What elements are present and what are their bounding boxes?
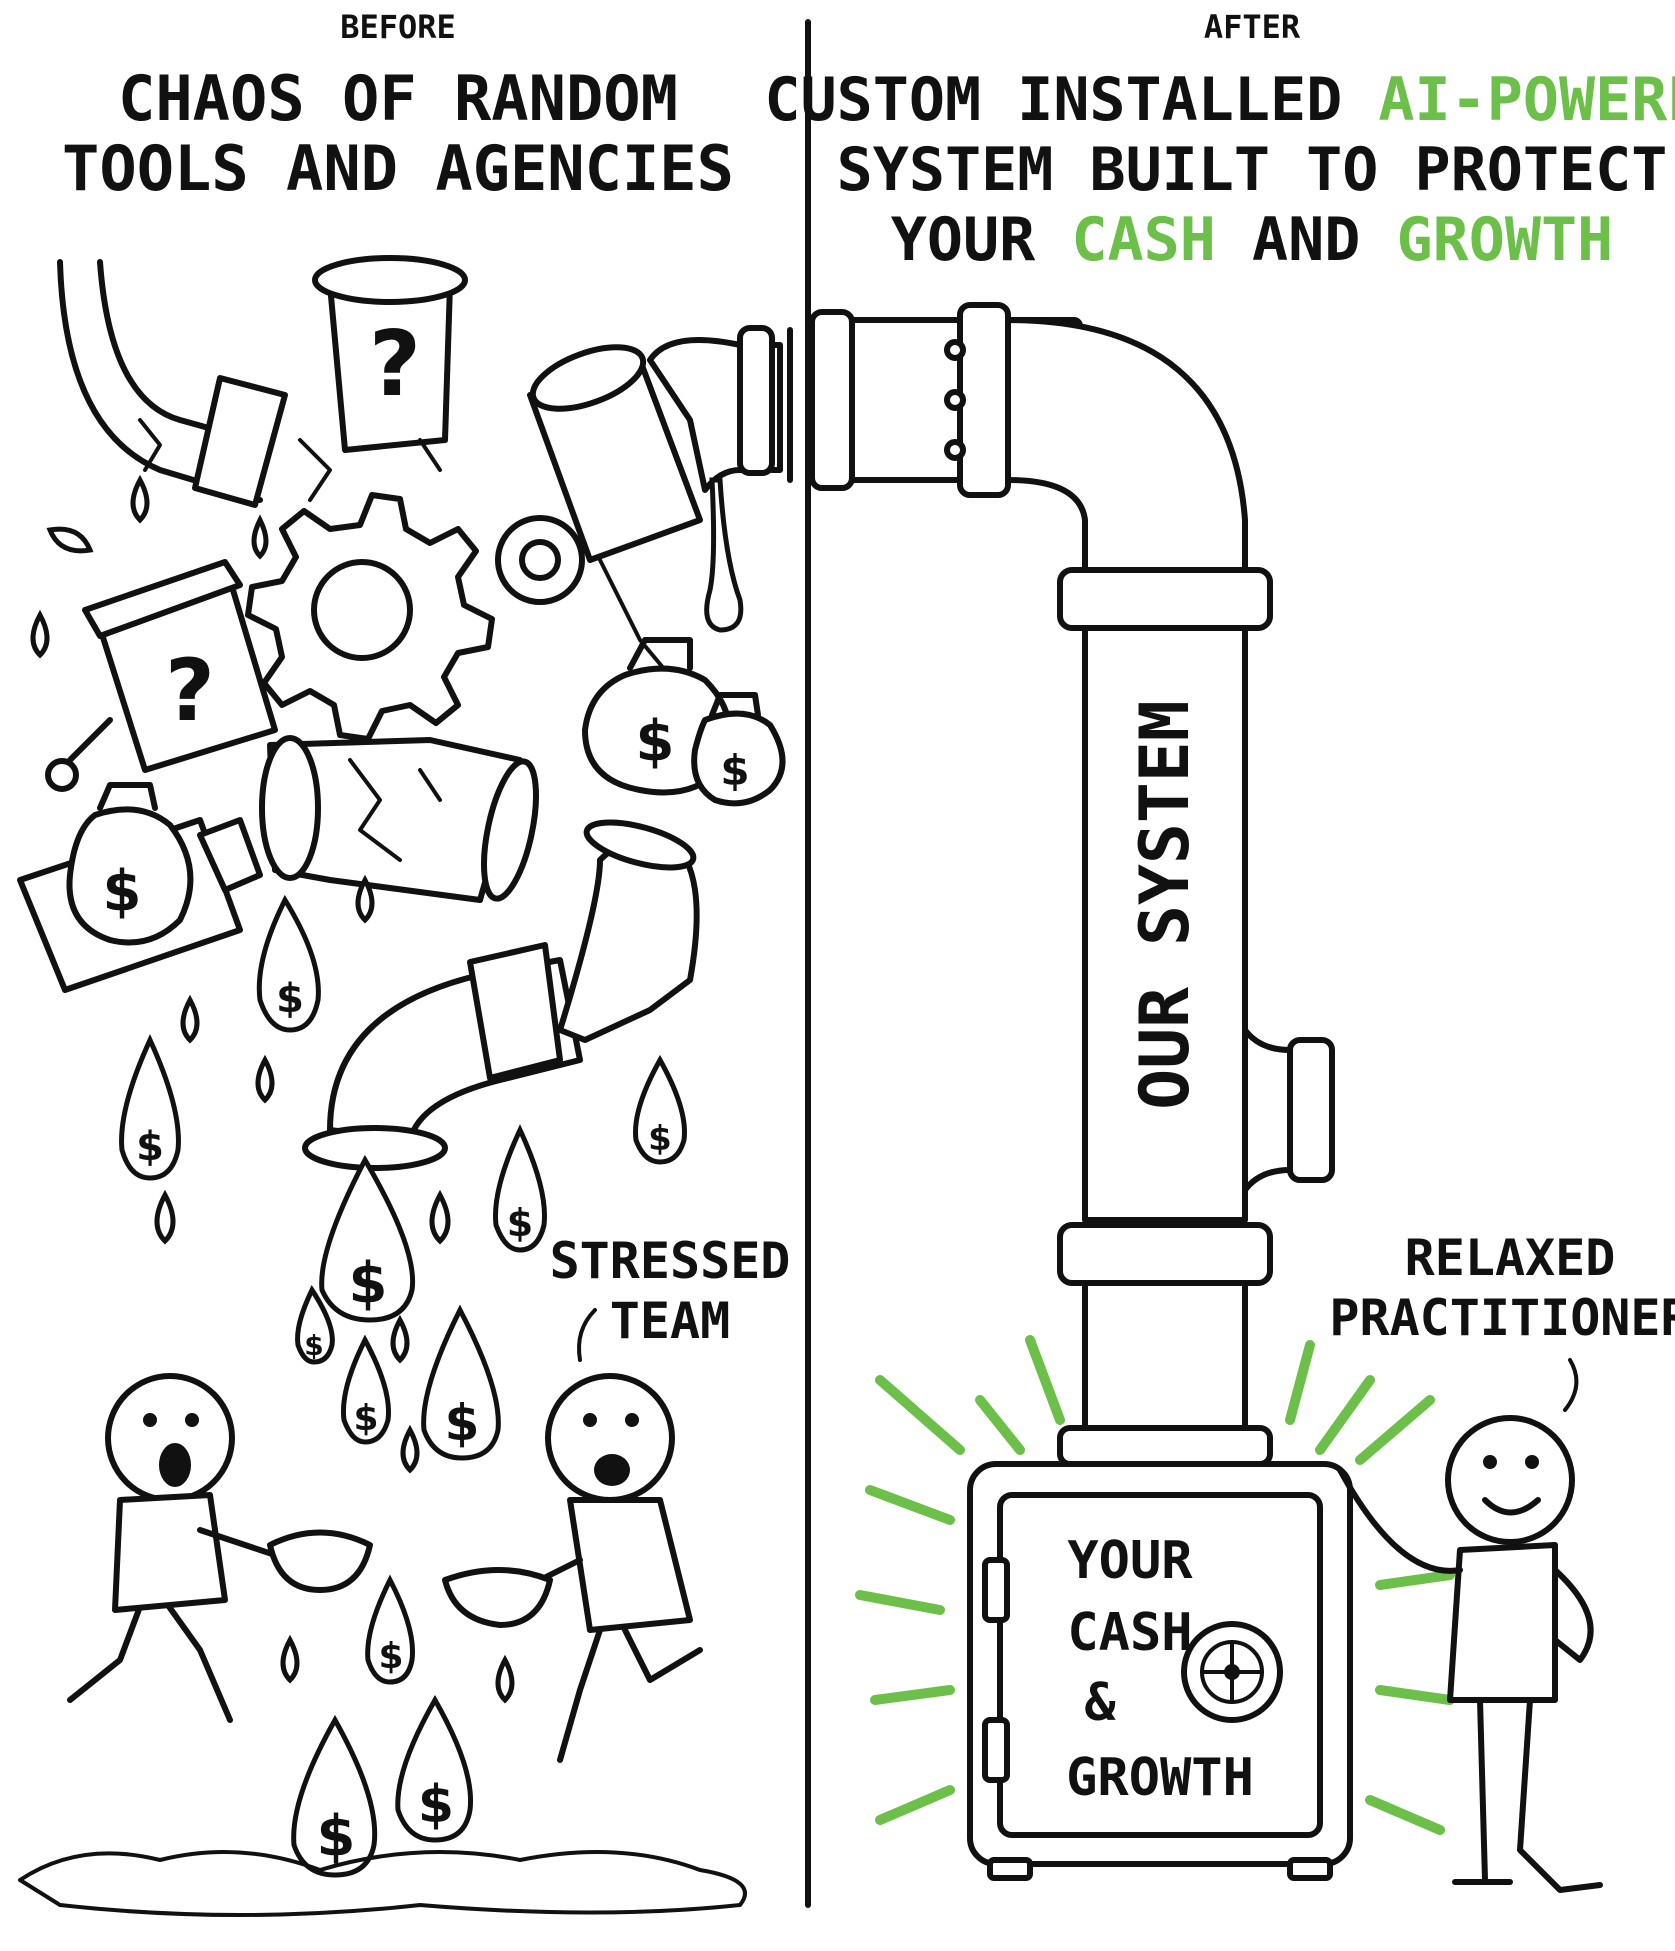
our-system-label: OUR SYSTEM (1126, 700, 1205, 1109)
question-mark-icon-2: ? (165, 641, 215, 741)
svg-text:$: $ (349, 1251, 388, 1316)
dollar-drop-icon: $ (295, 1284, 335, 1365)
svg-text:$: $ (353, 1398, 378, 1439)
after-title-and: AND (1216, 205, 1397, 275)
safe-dial-icon (1181, 1621, 1283, 1723)
stressed-team-label-line2: TEAM (610, 1292, 730, 1350)
dollar-drop-icon: $ (633, 1054, 687, 1165)
water-drops (30, 474, 515, 1704)
svg-text:$: $ (445, 1394, 480, 1452)
after-title-line2: SYSTEM BUILT TO PROTECT (837, 135, 1668, 205)
relaxed-label-line1: RELAXED (1405, 1229, 1616, 1287)
dollar-drop-icon: $ (319, 1154, 416, 1323)
cash-safe: YOUR CASH & GROWTH (967, 1461, 1353, 1881)
money-bag-icon-3: $ (66, 782, 194, 946)
stressed-person-right (442, 1373, 703, 1763)
our-system-pipe: OUR SYSTEM (809, 302, 1335, 1467)
safe-text-your: YOUR (1067, 1531, 1193, 1591)
dollar-drop-icon: $ (395, 1694, 474, 1843)
relaxed-person (1337, 1415, 1603, 1893)
dollar-drop-icons: $ $ $ $ $ $ $ $ (119, 894, 687, 1878)
svg-text:$: $ (378, 1636, 403, 1677)
before-title-line1: CHAOS OF RANDOM (118, 62, 678, 135)
relaxed-label-line2: PRACTITIONER (1329, 1289, 1675, 1347)
stressed-team-label-line1: STRESSED (550, 1232, 791, 1290)
safe-text-cash: CASH (1067, 1603, 1192, 1663)
question-mark-icon: ? (369, 312, 421, 417)
after-title-cash: CASH (1071, 205, 1216, 275)
glow-rays (855, 1335, 1455, 1835)
dollar-drop-icon: $ (119, 1033, 181, 1181)
svg-text:$: $ (317, 1804, 356, 1869)
after-tag: AFTER (1204, 8, 1301, 46)
before-title-line2: TOOLS AND AGENCIES (62, 132, 734, 205)
svg-text:$: $ (304, 1329, 323, 1362)
after-title-line1-plain: CUSTOM INSTALLED (764, 65, 1378, 135)
dollar-drop-icon: $ (291, 1714, 378, 1878)
cash-puddle (18, 1850, 747, 1917)
dollar-drop-icon: $ (493, 1124, 547, 1253)
money-bag-icon-2: $ (691, 692, 786, 807)
catching-bowl-2 (442, 1567, 553, 1628)
svg-text:$: $ (648, 1119, 672, 1159)
svg-text:$: $ (276, 976, 304, 1022)
dollar-drop-icon: $ (365, 1574, 415, 1685)
stressed-person-left (67, 1373, 373, 1723)
svg-text:$: $ (136, 1124, 164, 1170)
before-tag: BEFORE (340, 8, 456, 46)
svg-text:$: $ (507, 1201, 533, 1245)
svg-text:$: $ (418, 1775, 454, 1835)
safe-text-ampersand: & (1084, 1673, 1116, 1733)
svg-text:$: $ (720, 746, 749, 795)
after-title-growth: GROWTH (1397, 205, 1614, 275)
catching-bowl (267, 1529, 373, 1593)
broken-pipe-network: ? ? (17, 255, 793, 1171)
after-title-ai-powered: AI-POWERED (1378, 65, 1675, 135)
gear-icon (245, 492, 495, 742)
dollar-drop-icon: $ (340, 1334, 391, 1445)
dollar-drop-icon: $ (421, 1304, 501, 1461)
after-title-your: YOUR (891, 205, 1072, 275)
svg-text:$: $ (636, 709, 675, 774)
safe-text-growth: GROWTH (1066, 1748, 1254, 1808)
dollar-drop-icon: $ (256, 894, 321, 1033)
svg-text:$: $ (103, 859, 142, 924)
after-title-line3: YOUR CASH AND GROWTH (891, 205, 1614, 275)
after-title-line1: CUSTOM INSTALLED AI-POWERED (764, 65, 1675, 135)
